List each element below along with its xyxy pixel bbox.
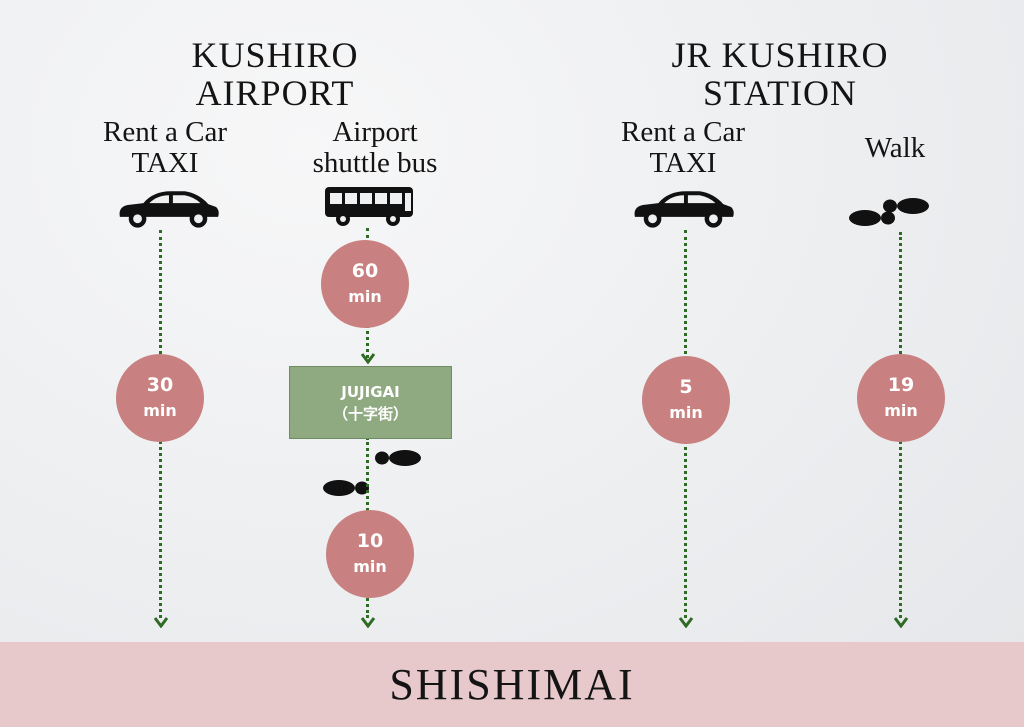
time-unit: min (143, 401, 177, 420)
arrowhead-icon (678, 617, 694, 628)
time-unit: min (669, 403, 703, 422)
origin-kushiro-airport: KUSHIRO AIRPORT (191, 35, 359, 113)
time-circle-station-car: 5 min (642, 356, 730, 444)
stop-name-japanese: （十字街） (332, 404, 408, 423)
time-unit: min (353, 557, 387, 576)
bus-icon (325, 187, 413, 226)
destination-banner: SHISHIMAI (0, 642, 1024, 727)
car-icon (119, 191, 219, 228)
mode-label-station-walk: Walk (864, 132, 926, 164)
time-circle-airport-bus: 60 min (321, 240, 409, 328)
mode-label-airport-car: Rent a Car TAXI (102, 116, 227, 179)
origin-jr-kushiro-station: JR KUSHIRO STATION (671, 35, 889, 113)
mode-label-station-car: Rent a Car TAXI (620, 116, 745, 179)
time-circle-station-walk: 19 min (857, 354, 945, 442)
time-value: 5 (679, 376, 693, 398)
arrowhead-icon (360, 353, 376, 364)
destination-label: SHISHIMAI (389, 660, 635, 709)
footprints-icon (849, 198, 929, 226)
time-value: 60 (351, 260, 379, 282)
time-value: 10 (356, 530, 384, 552)
time-unit: min (884, 401, 918, 420)
time-circle-airport-car: 30 min (116, 354, 204, 442)
arrowhead-icon (360, 617, 376, 628)
time-unit: min (348, 287, 382, 306)
time-circle-airport-walk: 10 min (326, 510, 414, 598)
footprints-icon (323, 450, 421, 496)
arrowhead-icon (153, 617, 169, 628)
car-icon (634, 191, 734, 228)
stop-name: JUJIGAI (341, 382, 400, 401)
stop-box-jujigai: JUJIGAI （十字街） (289, 366, 452, 439)
time-value: 19 (887, 374, 915, 396)
time-value: 30 (146, 374, 174, 396)
arrowhead-icon (893, 617, 909, 628)
mode-label-airport-bus: Airport shuttle bus (312, 116, 438, 179)
